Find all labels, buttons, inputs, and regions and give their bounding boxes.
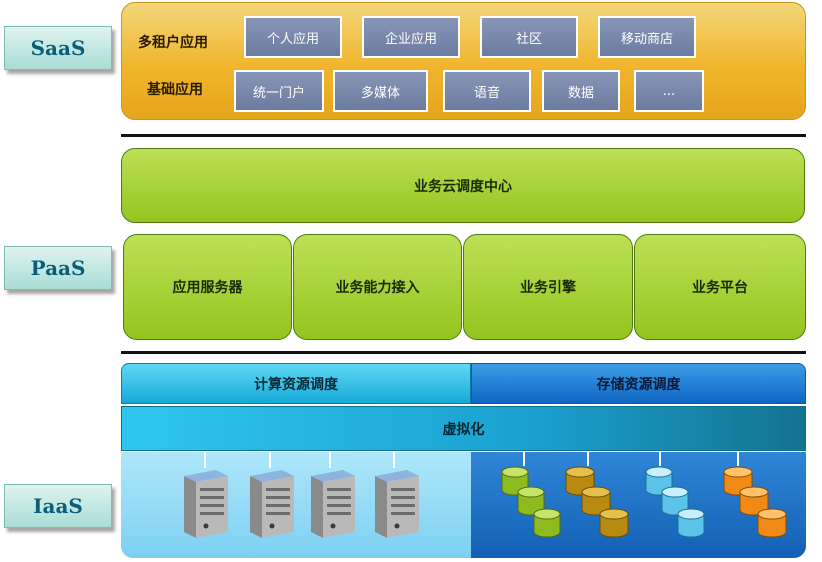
saas-layer-label: SaaS	[4, 26, 112, 70]
iaas-layer-label: IaaS	[4, 484, 112, 528]
multi-tenant-apps-label: 多租户应用	[138, 35, 208, 51]
saas-app-voice[interactable]: 语音	[443, 70, 531, 112]
saas-app-data[interactable]: 数据	[542, 70, 620, 112]
saas-app-community[interactable]: 社区	[480, 16, 578, 58]
basic-apps-label: 基础应用	[147, 82, 203, 98]
paas-cloud-scheduling-center[interactable]: 业务云调度中心	[121, 148, 805, 223]
server-icon	[375, 470, 419, 538]
paas-capability-access[interactable]: 业务能力接入	[293, 234, 462, 340]
database-cyan-icon	[645, 466, 705, 538]
saas-app-multimedia[interactable]: 多媒体	[333, 70, 428, 112]
database-gold-icon	[565, 466, 629, 538]
paas-app-server[interactable]: 应用服务器	[123, 234, 292, 340]
divider-saas-paas	[121, 134, 806, 137]
paas-business-platform[interactable]: 业务平台	[634, 234, 806, 340]
divider-paas-iaas	[121, 351, 806, 354]
iaas-virtualization[interactable]: 虚拟化	[121, 406, 806, 451]
server-icon	[311, 470, 355, 538]
saas-app-more[interactable]: ...	[634, 70, 704, 112]
server-icon	[184, 470, 228, 538]
saas-app-unified-portal[interactable]: 统一门户	[234, 70, 324, 112]
saas-app-mobile-store[interactable]: 移动商店	[598, 16, 696, 58]
database-green-icon	[501, 466, 561, 538]
saas-app-enterprise[interactable]: 企业应用	[362, 16, 460, 58]
paas-layer-label: PaaS	[4, 246, 112, 290]
database-orange-icon	[723, 466, 787, 538]
iaas-storage-scheduling[interactable]: 存储资源调度	[471, 363, 806, 404]
iaas-compute-scheduling[interactable]: 计算资源调度	[121, 363, 471, 404]
paas-business-engine[interactable]: 业务引擎	[463, 234, 633, 340]
server-icon	[250, 470, 294, 538]
saas-app-personal[interactable]: 个人应用	[244, 16, 342, 58]
